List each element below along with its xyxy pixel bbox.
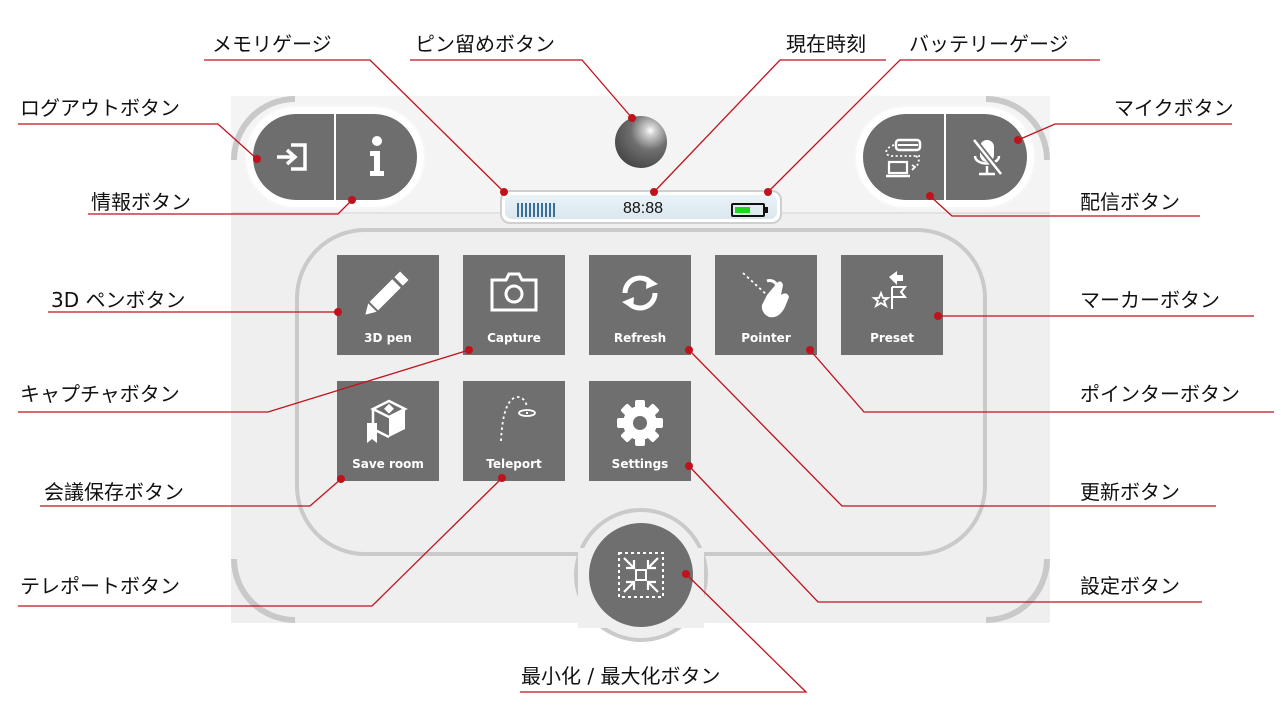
leader-refresh-button-dot [685,346,693,354]
info-icon [369,136,384,176]
left-pill [246,107,424,207]
callout-settings-button: 設定ボタン [1080,574,1180,598]
leader-pen-button-dot [334,308,342,316]
battery-level [735,207,750,213]
right-pill-body [863,114,1027,200]
leader-logout-button [18,123,258,160]
camera-icon [490,272,538,312]
leader-logout-button-dot [253,155,261,163]
settings-button-label: Settings [611,457,669,471]
status-bar-body: 88:88 [505,195,777,219]
save-room-button[interactable]: Save room [337,381,439,481]
callout-info-button: 情報ボタン [91,190,191,214]
refresh-button[interactable]: Refresh [589,255,691,355]
leader-settings-button [688,465,1202,603]
callout-teleport-button: テレポートボタン [20,574,180,598]
refresh-button-label: Refresh [613,331,667,345]
pointer-button-label: Pointer [741,331,791,345]
pointer-button[interactable]: Pointer [715,255,817,355]
status-bar: 88:88 [500,190,782,224]
callout-refresh-button: 更新ボタン [1080,480,1180,504]
leader-memory-gauge [204,59,505,193]
preset-button-label: Preset [870,331,914,345]
teleport-arc-icon [500,396,536,442]
logout-button[interactable] [253,114,333,200]
pill-divider [944,114,946,200]
mic-muted-icon [971,138,1003,176]
battery-gauge [731,203,765,217]
leader-pointer-button [809,349,1274,413]
leader-capture-button-dot [465,346,473,354]
capture-button-label: Capture [487,331,541,345]
pill-divider [334,114,336,200]
info-button[interactable] [336,114,417,200]
leader-capture-button [18,349,470,413]
minmax-button[interactable] [589,523,693,627]
callout-memory-gauge: メモリゲージ [212,32,332,56]
callout-pen-button: 3D ペンボタン [51,288,186,312]
refresh-icon [622,275,658,311]
leader-refresh-button [688,349,1216,507]
leader-battery-gauge-dot [764,188,772,196]
battery-terminal [765,207,768,213]
leader-minmax-button [520,573,808,693]
gear-icon [617,400,663,446]
save-room-button-label: Save room [352,457,424,471]
mic-button[interactable] [946,114,1027,200]
marker-flag-icon [871,271,908,309]
leader-stream-button-dot [926,192,934,200]
logout-icon [277,143,307,171]
leader-pin-button-dot [628,114,636,122]
memory-gauge [517,203,555,217]
leader-battery-gauge [767,59,1100,193]
leader-settings-button-dot [685,462,693,470]
leader-pin-button [410,59,633,119]
leader-current-time-dot [650,188,658,196]
stream-button[interactable] [863,114,943,200]
teleport-button[interactable]: Teleport [463,381,565,481]
leader-pointer-button-dot [806,346,814,354]
callout-marker-button: マーカーボタン [1080,288,1220,312]
callout-pin-button: ピン留めボタン [415,32,555,56]
callout-battery-gauge: バッテリーゲージ [909,32,1069,56]
callout-mic-button: マイクボタン [1114,96,1234,120]
leader-mic-button [1017,123,1232,141]
leader-save-room-button [40,478,342,507]
capture-button[interactable]: Capture [463,255,565,355]
pin-button[interactable] [615,116,667,168]
leader-marker-button-dot [934,312,942,320]
leader-mic-button-dot [1014,136,1022,144]
callout-current-time: 現在時刻 [786,32,866,56]
settings-button[interactable]: Settings [589,381,691,481]
save-room-cube-icon [367,399,408,443]
teleport-button-label: Teleport [486,457,542,471]
callout-pointer-button: ポインターボタン [1080,382,1240,406]
callout-minmax-button: 最小化 / 最大化ボタン [521,664,721,688]
callout-save-room-button: 会議保存ボタン [44,480,184,504]
callout-capture-button: キャプチャボタン [20,382,180,406]
left-pill-body [253,114,417,200]
leader-save-room-button-dot [337,475,345,483]
leader-info-button-dot [348,196,356,204]
current-time: 88:88 [622,200,664,217]
callout-logout-button: ログアウトボタン [20,96,180,120]
minimize-maximize-icon [618,552,664,598]
leader-current-time [653,59,886,193]
leader-memory-gauge-dot [500,188,508,196]
pointer-hand-icon [742,272,789,318]
leader-teleport-button-dot [498,474,506,482]
leader-stream-button [929,195,1200,217]
leader-minmax-button-dot [682,570,690,578]
stream-icon [885,138,922,178]
pen-button[interactable]: 3D pen [337,255,439,355]
callout-stream-button: 配信ボタン [1080,190,1180,214]
right-pill [856,107,1034,207]
marker-button[interactable]: Preset [841,255,943,355]
pen-button-label: 3D pen [364,331,412,345]
pencil-icon [365,271,409,315]
leader-teleport-button [18,477,503,607]
leader-info-button [88,199,353,215]
